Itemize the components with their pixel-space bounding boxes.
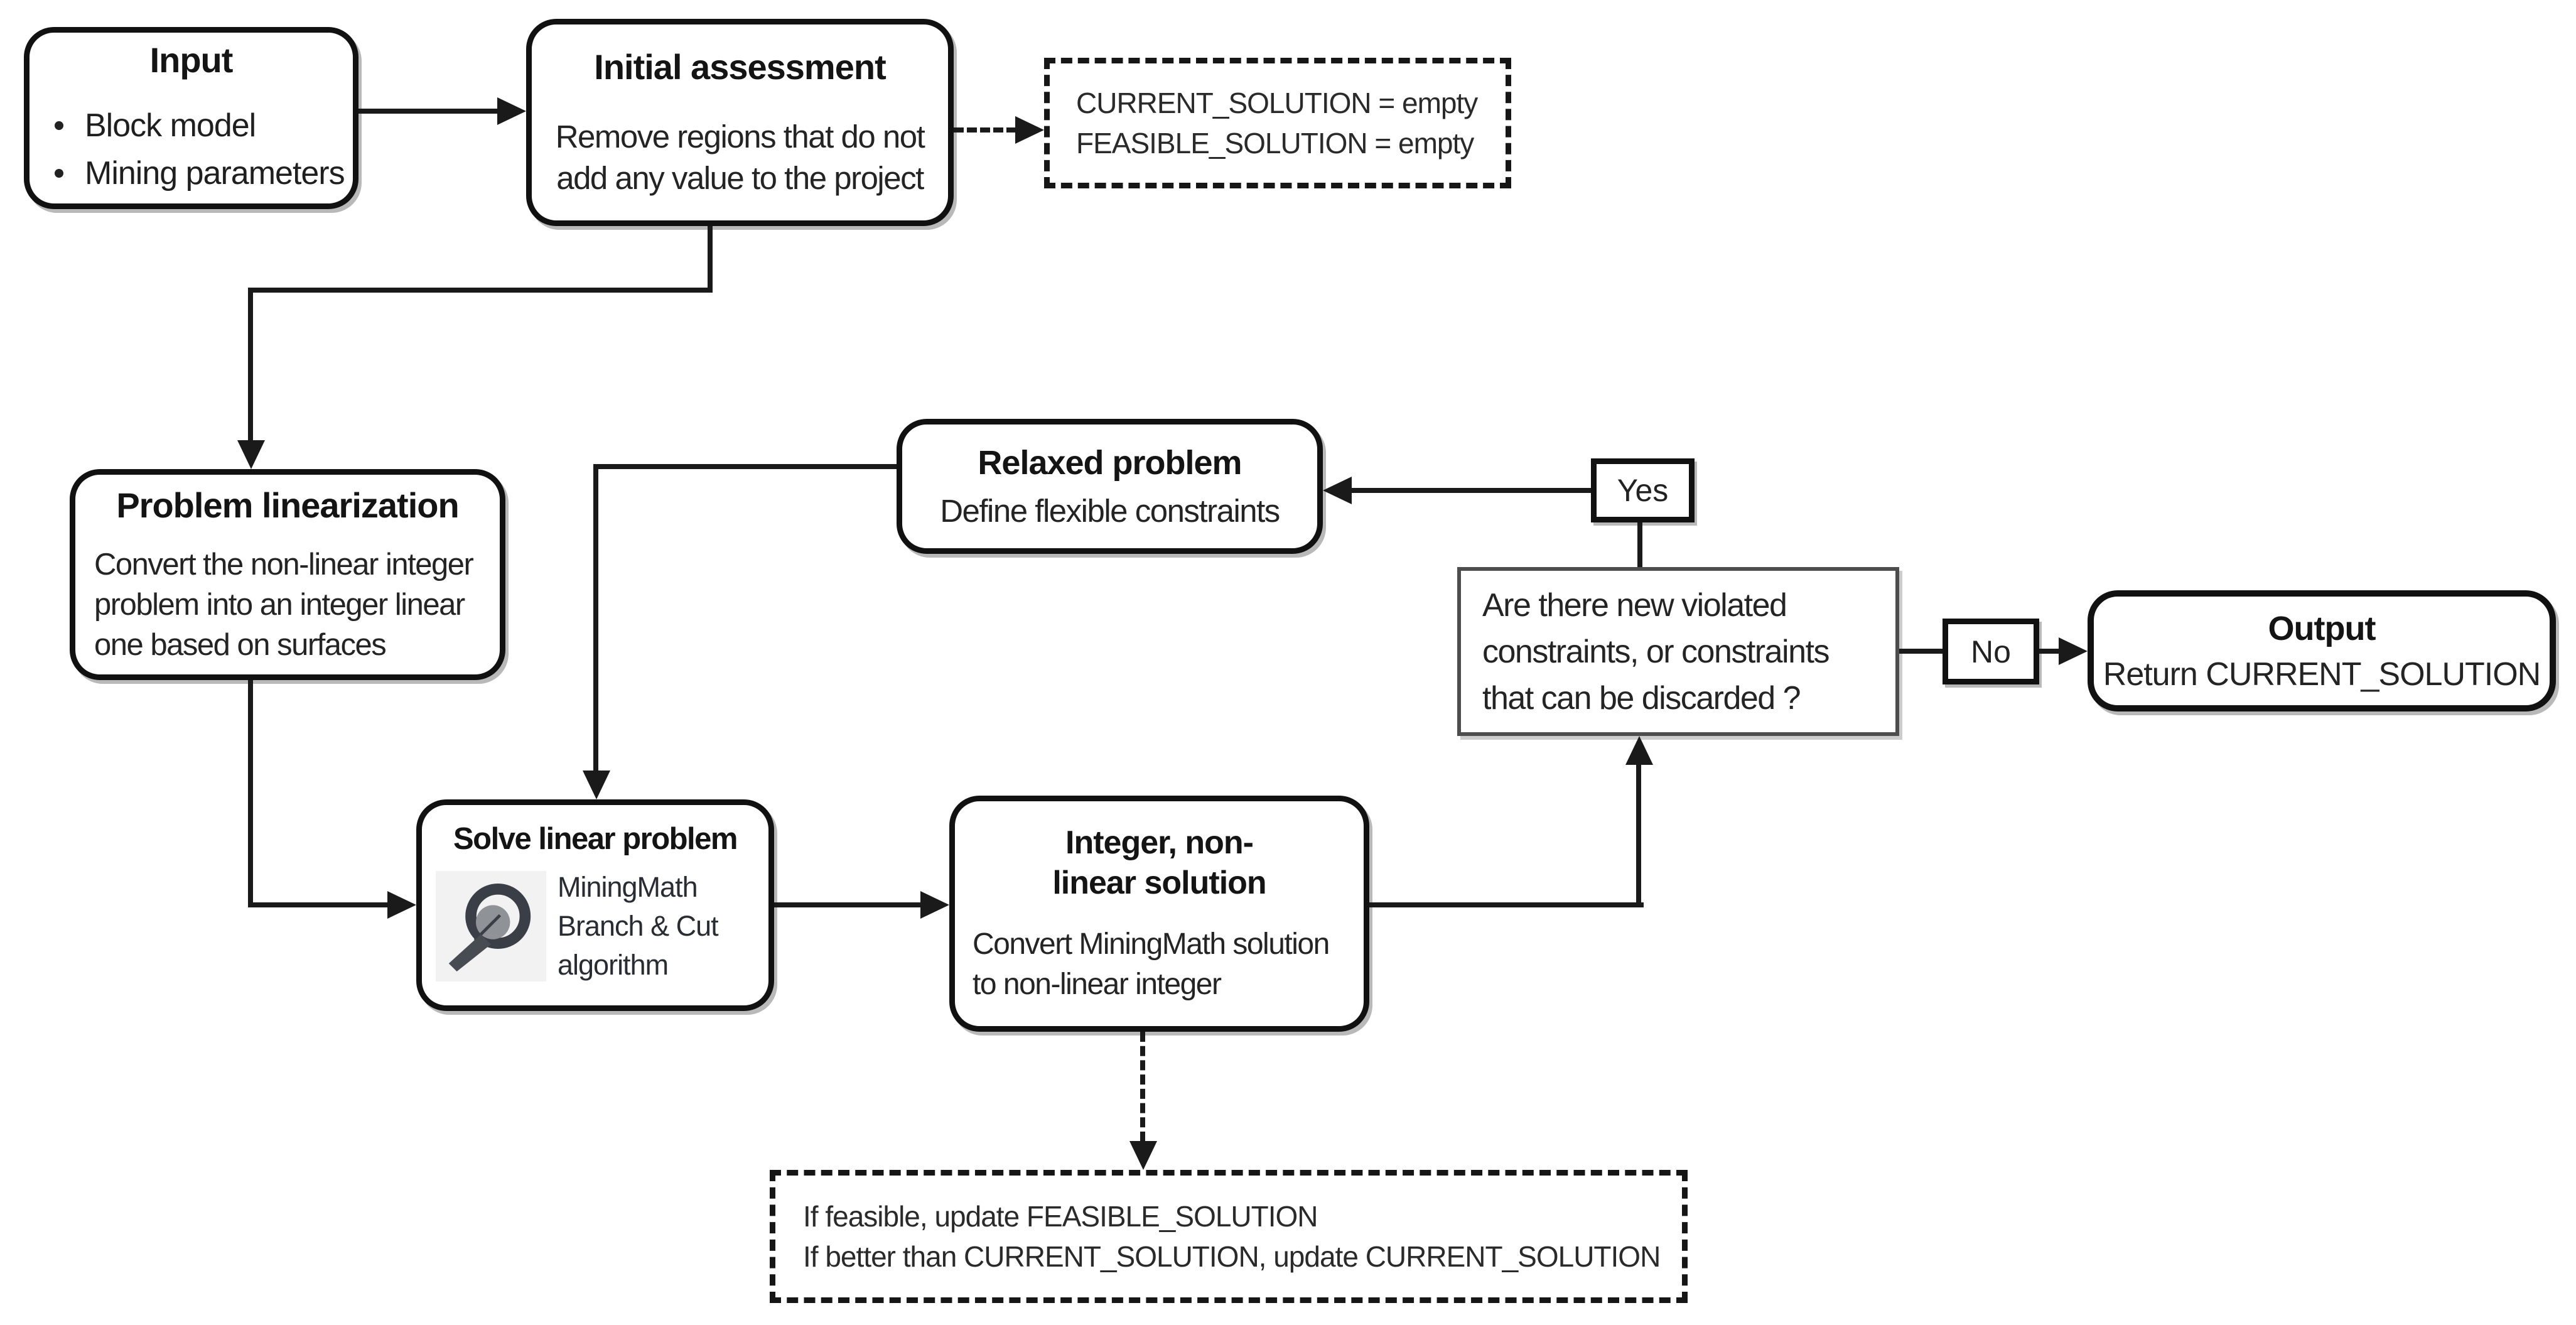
input-bullet-block-model: Block model <box>55 102 353 149</box>
connector-initial-assessment-to-init-note <box>954 127 1016 132</box>
connector-pl-to-solve-segment <box>248 902 389 907</box>
connector-ia-down-segment <box>708 226 713 293</box>
arrowhead-into-solve-top <box>583 771 610 799</box>
connector-ia-to-pl-segment <box>248 288 253 443</box>
current-solution-line: CURRENT_SOLUTION = empty <box>1076 87 1478 119</box>
arrowhead-into-initial-assessment <box>497 97 526 125</box>
yes-label-node: Yes <box>1591 458 1695 522</box>
initial-assessment-node: Initial assessment Remove regions that d… <box>526 19 954 226</box>
update-feasible-line: If feasible, update FEASIBLE_SOLUTION <box>803 1200 1318 1233</box>
output-node: Output Return CURRENT_SOLUTION <box>2088 590 2556 711</box>
problem-linearization-title: Problem linearization <box>116 485 459 525</box>
problem-linearization-body: Convert the non-linear integer problem i… <box>94 547 474 662</box>
input-node: Input Block model Mining parameters <box>24 27 358 209</box>
input-bullet-label: Mining parameters <box>85 154 345 192</box>
connector-integer-to-update-note <box>1140 1032 1145 1142</box>
bullet-dot-icon <box>55 121 63 130</box>
arrowhead-into-problem-linearization <box>237 440 265 469</box>
solve-linear-problem-node: Solve linear problem MiningMath Branch &… <box>416 799 774 1011</box>
integer-nonlinear-solution-title: Integer, non-linear solution <box>1052 825 1266 901</box>
relaxed-problem-node: Relaxed problem Define flexible constrai… <box>897 419 1323 554</box>
connector-integer-horizontal-segment <box>1369 902 1644 907</box>
arrowhead-into-init-note <box>1015 116 1044 144</box>
update-current-line: If better than CURRENT_SOLUTION, update … <box>803 1240 1661 1273</box>
relaxed-problem-title: Relaxed problem <box>978 444 1242 482</box>
arrowhead-into-output <box>2059 637 2088 665</box>
connector-decision-to-yes <box>1637 522 1642 567</box>
connector-input-to-initial-assessment <box>358 109 498 114</box>
no-label: No <box>1971 634 2011 669</box>
input-bullet-list: Block model Mining parameters <box>30 102 353 197</box>
input-bullet-label: Block model <box>85 107 256 144</box>
connector-yes-to-relaxed <box>1352 488 1591 493</box>
connector-relaxed-down-segment <box>593 464 598 772</box>
feasible-solution-line: FEASIBLE_SOLUTION = empty <box>1076 127 1474 160</box>
connector-decision-to-no <box>1899 649 1943 654</box>
arrowhead-into-solve-left <box>387 891 416 919</box>
output-body: Return CURRENT_SOLUTION <box>2103 656 2541 693</box>
init-solution-note: CURRENT_SOLUTION = empty FEASIBLE_SOLUTI… <box>1044 58 1511 188</box>
integer-nonlinear-solution-node: Integer, non-linear solution Convert Min… <box>949 796 1369 1032</box>
no-label-node: No <box>1943 619 2039 684</box>
decision-question: Are there new violated constraints, or c… <box>1482 587 1830 717</box>
initial-assessment-title: Initial assessment <box>594 46 886 87</box>
problem-linearization-node: Problem linearization Convert the non-li… <box>70 469 505 680</box>
arrowhead-into-integer <box>920 891 949 919</box>
connector-no-to-output <box>2039 649 2060 654</box>
initial-assessment-body: Remove regions that do not add any value… <box>555 118 925 196</box>
magnifier-icon <box>436 871 546 982</box>
output-title: Output <box>2268 609 2376 647</box>
integer-nonlinear-solution-body: Convert MiningMath solution to non-linea… <box>973 928 1330 1001</box>
connector-ia-horizontal-segment <box>248 288 713 293</box>
connector-relaxed-horizontal-segment <box>593 464 897 469</box>
arrowhead-into-decision-bottom <box>1625 736 1653 765</box>
input-bullet-mining-parameters: Mining parameters <box>55 149 353 197</box>
yes-label: Yes <box>1617 473 1669 508</box>
arrowhead-into-relaxed-right <box>1323 477 1352 504</box>
arrowhead-into-update-note <box>1129 1141 1157 1170</box>
update-solution-note: If feasible, update FEASIBLE_SOLUTION If… <box>770 1170 1688 1303</box>
solve-linear-problem-title: Solve linear problem <box>453 822 738 856</box>
connector-integer-up-segment <box>1636 762 1641 907</box>
relaxed-problem-body: Define flexible constraints <box>940 493 1280 529</box>
solve-content-row: MiningMath Branch & Cut algorithm <box>432 868 758 985</box>
violated-constraints-decision-node: Are there new violated constraints, or c… <box>1457 567 1899 736</box>
connector-solve-to-integer <box>774 902 920 907</box>
bullet-dot-icon <box>55 168 63 178</box>
solve-linear-problem-body: MiningMath Branch & Cut algorithm <box>558 871 719 981</box>
input-title: Input <box>149 40 234 80</box>
connector-pl-down-segment <box>248 680 253 907</box>
